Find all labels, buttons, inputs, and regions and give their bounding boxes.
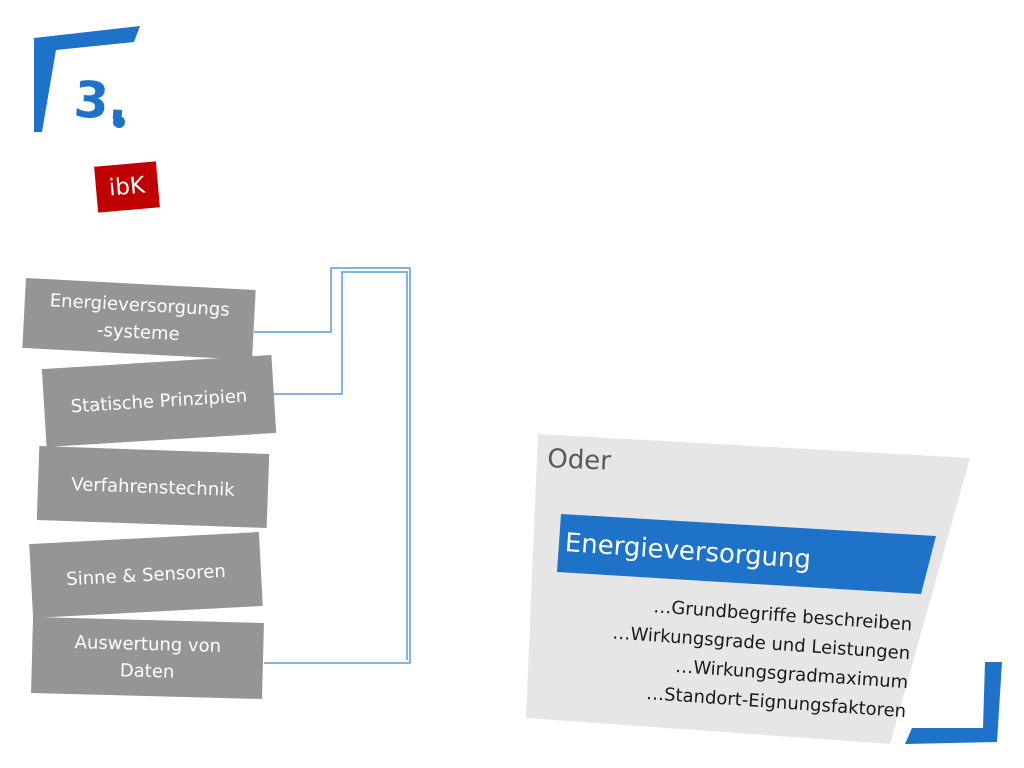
connector-line-1	[254, 267, 410, 333]
logo-bracket-bottom	[905, 662, 1002, 744]
connector-line-2	[272, 271, 408, 660]
or-label: Oder	[546, 444, 612, 477]
connector-line-3	[264, 268, 411, 664]
logo-dot	[113, 116, 125, 128]
logo-bracket-top	[34, 26, 140, 132]
panel-item-list: …Grundbegriffe beschreiben …Wirkungsgrad…	[556, 586, 913, 726]
panel-background	[526, 434, 970, 744]
panel-title-bar	[557, 514, 936, 594]
